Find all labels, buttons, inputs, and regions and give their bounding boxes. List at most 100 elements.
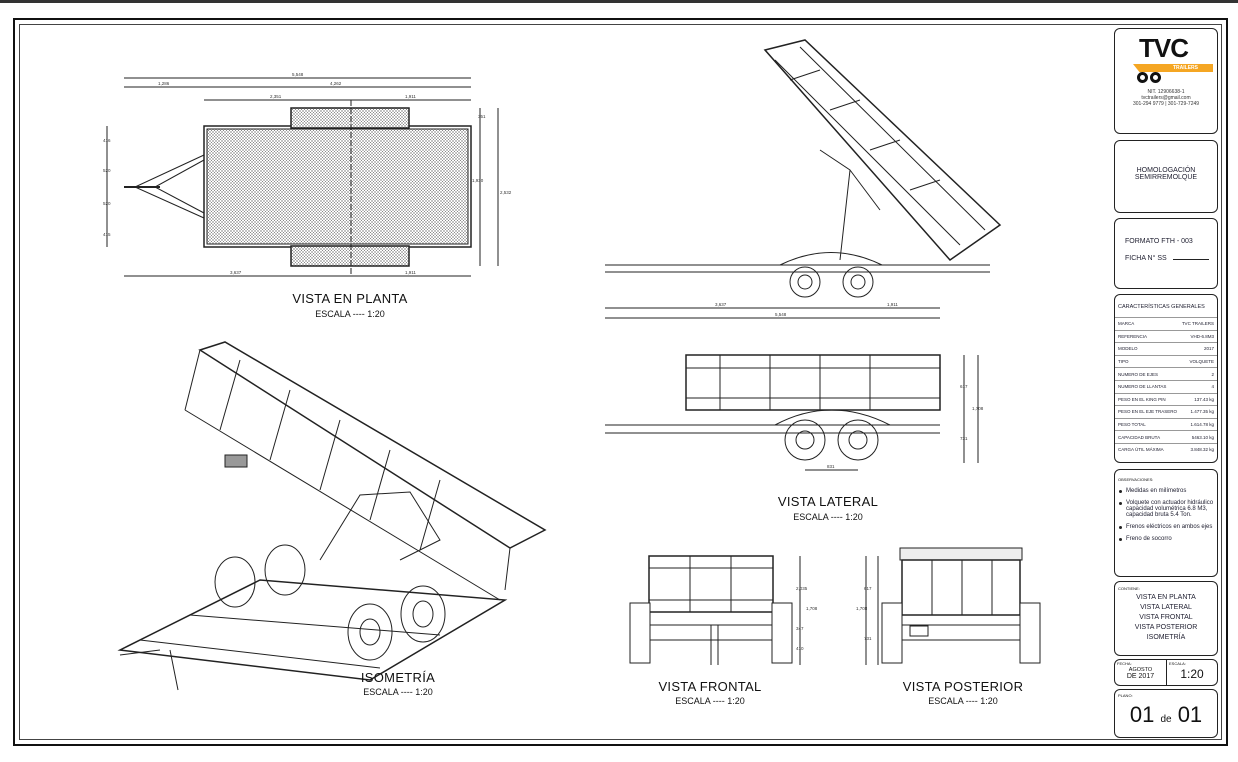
nit: NIT. 12906638-1	[1147, 89, 1185, 95]
isometric-scale: ESCALA ---- 1:20	[363, 687, 433, 697]
plano-number: 01	[1129, 702, 1155, 727]
dim-fr-h3: 347	[796, 626, 804, 631]
dim-left-3: 415	[103, 232, 111, 237]
dim-width-outer: 2,532	[500, 190, 512, 195]
rear-view-title: VISTA POSTERIOR	[902, 679, 1024, 694]
caracteristica-label: NUMERO DE EJES	[1118, 371, 1159, 377]
caracteristica-row: NUMERO DE LLANTAS 4	[1115, 379, 1217, 393]
side-view-lowered-drawing	[605, 354, 979, 471]
observacion-item: Volquete con actuador hidráulico capacid…	[1118, 500, 1214, 518]
dimension-labels: 5,548 1,286 4,262 2,351 1,911 3,637 1,91…	[103, 72, 984, 651]
caracteristica-label: PESO EN EL KING PIN	[1118, 396, 1166, 402]
caracteristica-row: REFERENCIA VHD-6.8M3	[1115, 329, 1217, 343]
side-view-scale: ESCALA ---- 1:20	[793, 512, 863, 522]
plan-view-scale: ESCALA ---- 1:20	[315, 309, 385, 319]
dim-po-h1: 617	[864, 586, 872, 591]
contiene-title: CONTIENE:	[1118, 586, 1140, 591]
front-view-title: VISTA FRONTAL	[658, 679, 762, 694]
contiene-item: ISOMETRÍA	[1146, 634, 1186, 641]
caracteristica-label: PESO TOTAL	[1118, 422, 1146, 428]
isometric-view-drawing	[117, 341, 547, 691]
dim-lat-h2: 1,708	[972, 406, 984, 411]
fecha-label: FECHA:	[1117, 661, 1132, 666]
caracteristica-value: VHD-6.8M3	[1190, 333, 1214, 339]
logo-brand: TVC	[1139, 33, 1189, 63]
drawing-inner-border	[19, 24, 1222, 740]
caracteristica-value: TVC TRAILERS	[1181, 321, 1214, 327]
caracteristica-row: CARGA ÚTIL MÁXIMA 3.848.32 kg	[1115, 442, 1217, 456]
dim-tongue: 1,286	[158, 81, 170, 86]
plano-box: PLANO: 01 de 01	[1114, 689, 1218, 738]
formato: FORMATO FTH - 003	[1125, 238, 1193, 245]
caracteristicas-box: CARACTERÍSTICAS GENERALES MARCA TVC TRAIL…	[1114, 294, 1218, 463]
contiene-item: VISTA FRONTAL	[1139, 614, 1193, 621]
caracteristica-label: TIPO	[1118, 359, 1129, 365]
caracteristica-label: CAPACIDAD BRUTA	[1118, 434, 1161, 440]
side-view-title: VISTA LATERAL	[777, 494, 879, 509]
dim-left-2: 520	[103, 201, 111, 206]
observacion-item: Frenos eléctricos en ambos ejes	[1118, 524, 1214, 530]
logo-box: TVC TRAILERS NIT. 12906638-1 tvctrailers…	[1114, 28, 1218, 134]
homologacion-box: HOMOLOGACIÓN SEMIRREMOLQUE	[1114, 140, 1218, 213]
caracteristica-label: MARCA	[1118, 321, 1135, 327]
contiene-item: VISTA LATERAL	[1140, 604, 1192, 611]
phones: 301-294 9779 | 301-729-7249	[1132, 101, 1200, 107]
dim-width-inner: 1,930	[472, 178, 484, 183]
caracteristica-label: CARGA ÚTIL MÁXIMA	[1118, 447, 1164, 453]
caracteristica-value: 5463.10 kg	[1191, 434, 1214, 440]
escala-value: 1:20	[1180, 667, 1204, 681]
tvc-logo: TVC TRAILERS	[1115, 29, 1217, 89]
dim-lat-a: 3,637	[715, 302, 727, 307]
dim-po-h2: 1,708	[856, 606, 868, 611]
caracteristica-value: 4	[1211, 384, 1214, 390]
ficha: FICHA N° SS	[1125, 255, 1167, 262]
escala-label: ESCALA:	[1169, 661, 1186, 666]
side-view-drawing	[605, 39, 1002, 319]
rear-view-scale: ESCALA ---- 1:20	[928, 696, 998, 706]
rear-view-drawing	[865, 547, 1041, 665]
wheel-icon	[1150, 72, 1161, 83]
formato-box: FORMATO FTH - 003 FICHA N° SS	[1114, 218, 1218, 289]
ficha-blank-line	[1172, 259, 1209, 260]
caracteristica-row: MARCA TVC TRAILERS	[1115, 317, 1217, 330]
caracteristica-value: 1.614.78 kg	[1190, 422, 1214, 428]
dim-fr-h2: 1,708	[806, 606, 818, 611]
logo-sub: TRAILERS	[1173, 65, 1198, 71]
caracteristica-value: 2	[1211, 371, 1214, 377]
drawing-frame	[13, 18, 1228, 746]
wheel-icon	[1137, 72, 1148, 83]
homologacion-line1: HOMOLOGACIÓN	[1136, 167, 1196, 174]
contiene-item: VISTA POSTERIOR	[1134, 624, 1198, 631]
caracteristica-label: REFERENCIA	[1118, 333, 1148, 339]
caracteristica-label: PESO EN EL EJE TRASERO	[1118, 409, 1178, 415]
dim-fr-h1: 2,035	[796, 586, 808, 591]
caracteristica-value: 3.848.32 kg	[1190, 447, 1214, 453]
caracteristica-value: 1.477.35 kg	[1190, 409, 1214, 415]
caracteristica-row: PESO EN EL EJE TRASERO 1.477.35 kg	[1115, 405, 1217, 418]
dim-left-0: 416	[103, 138, 111, 143]
caracteristica-row: PESO TOTAL 1.614.78 kg	[1115, 417, 1217, 431]
observacion-item: Medidas en milímetros	[1118, 488, 1214, 494]
caracteristica-value: VOLQUETE	[1189, 359, 1214, 365]
observaciones-box: OBSERVACIONES: Medidas en milímetros Vol…	[1114, 469, 1218, 577]
dim-fr-h4: 410	[796, 646, 804, 651]
caracteristica-label: NUMERO DE LLANTAS	[1118, 384, 1167, 390]
dim-body: 4,262	[330, 81, 342, 86]
fecha-escala-box: FECHA: AGOSTO DE 2017 ESCALA: 1:20	[1114, 659, 1218, 686]
dim-lat-b: 1,911	[887, 302, 898, 307]
caracteristica-label: MODELO	[1118, 346, 1138, 352]
dim-lat-total: 5,548	[775, 312, 787, 317]
plan-view-drawing	[106, 77, 499, 277]
plan-view-title: VISTA EN PLANTA	[292, 291, 408, 306]
caracteristicas-title: CARACTERÍSTICAS GENERALES	[1118, 304, 1205, 310]
caracteristica-row: NUMERO DE EJES 2	[1115, 367, 1217, 380]
dim-lat-h3: 731	[960, 436, 968, 441]
plano-de: de	[1160, 714, 1172, 725]
dim-bottom-rear: 1,911	[405, 270, 416, 275]
dim-lat-axles: 831	[827, 464, 835, 469]
observacion-item: Freno de socorro	[1118, 536, 1214, 542]
fecha-year: DE 2017	[1126, 673, 1155, 680]
